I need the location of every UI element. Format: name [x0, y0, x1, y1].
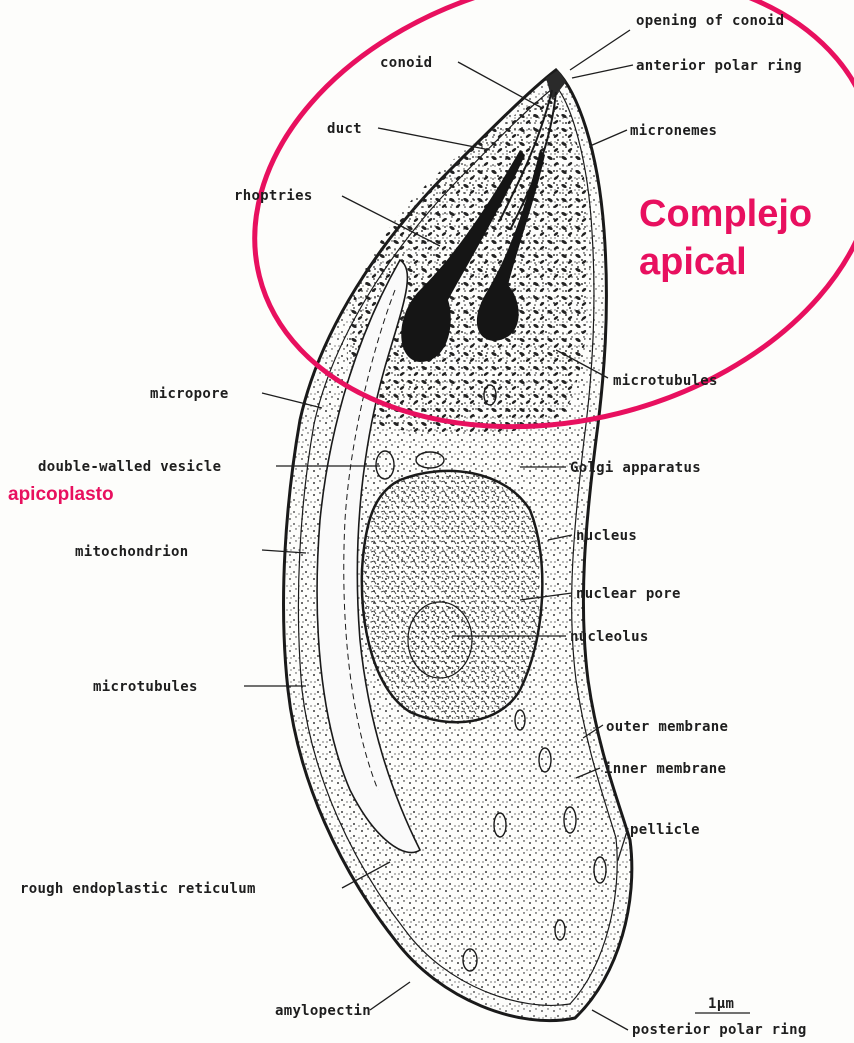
nucleus-shape [362, 471, 543, 722]
annotation-apical: apical [639, 241, 747, 283]
label-rough-er: rough endoplastic reticulum [20, 881, 256, 897]
label-amylopectin: amylopectin [275, 1003, 371, 1019]
label-nucleolus: nucleolus [570, 629, 649, 645]
label-anterior-polar-ring: anterior polar ring [636, 58, 802, 74]
label-conoid: conoid [380, 55, 432, 71]
label-microtubules-left: microtubules [93, 679, 198, 695]
label-golgi-apparatus: Golgi apparatus [570, 460, 701, 476]
label-mitochondrion: mitochondrion [75, 544, 188, 560]
label-nucleus: nucleus [576, 528, 637, 544]
label-posterior-polar-ring: posterior polar ring [632, 1022, 807, 1038]
label-micropore: micropore [150, 386, 229, 402]
label-scale-bar: 1μm [708, 996, 734, 1012]
label-double-walled-vesicle: double-walled vesicle [38, 459, 221, 475]
label-microtubules-top: microtubules [613, 373, 718, 389]
label-opening-of-conoid: opening of conoid [636, 13, 784, 29]
label-pellicle: pellicle [630, 822, 700, 838]
label-nuclear-pore: nuclear pore [576, 586, 681, 602]
nucleolus-shape [408, 602, 472, 678]
label-duct: duct [327, 121, 362, 137]
annotation-apicoplasto: apicoplasto [8, 484, 114, 505]
label-rhoptries: rhoptries [234, 188, 313, 204]
label-micronemes: micronemes [630, 123, 717, 139]
label-inner-membrane: inner membrane [604, 761, 726, 777]
label-outer-membrane: outer membrane [606, 719, 728, 735]
annotation-complejo: Complejo [639, 193, 812, 235]
